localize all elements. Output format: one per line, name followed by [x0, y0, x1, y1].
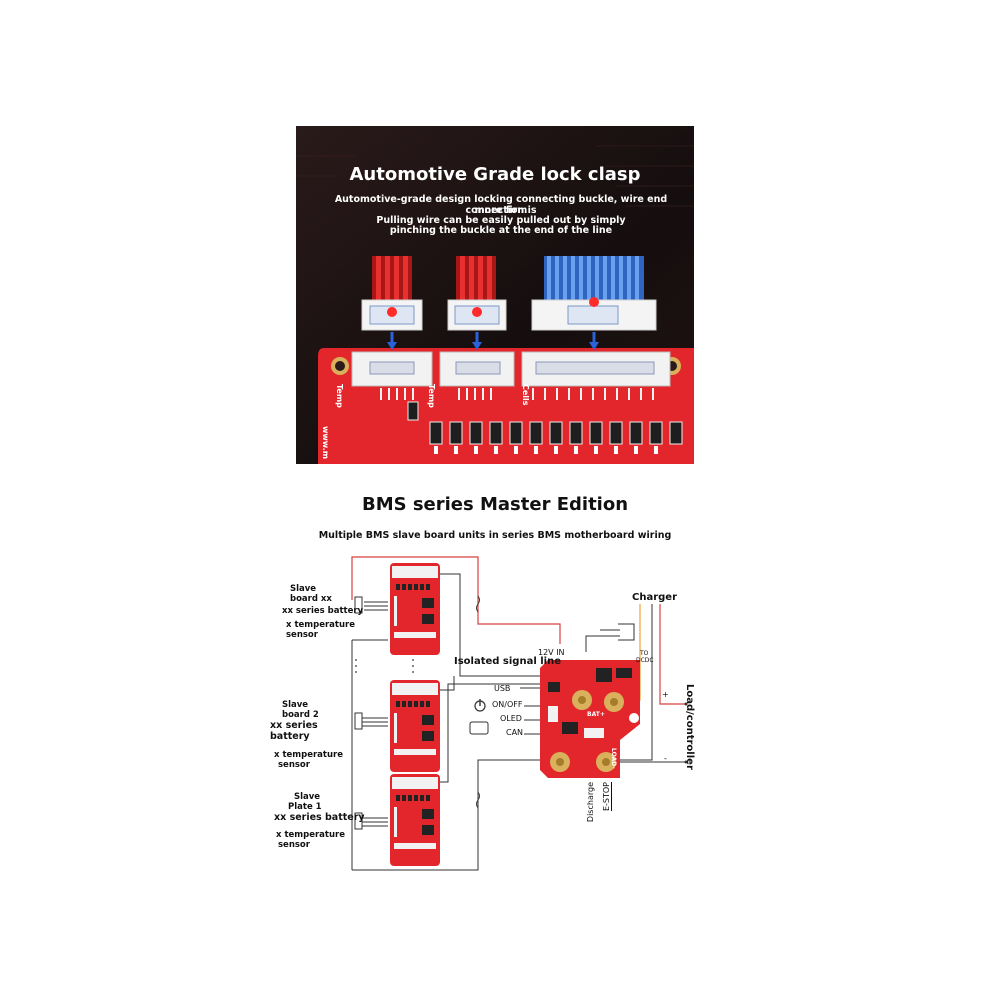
- photo-desc-line3: Pulling wire can be easily pulled out by…: [376, 215, 626, 226]
- usb-label: USB: [494, 684, 511, 693]
- slave-board-xx: [390, 563, 440, 655]
- diagram-subtitle: Multiple BMS slave board units in series…: [318, 530, 672, 541]
- to-dcdc-label-2: DCDC: [636, 657, 654, 664]
- slave-1-label-1: Slave: [294, 792, 321, 802]
- slave-1-label-4: x temperature: [276, 830, 345, 840]
- photo-title: Automotive Grade lock clasp: [349, 164, 641, 185]
- slave-xx-label-1: Slave: [290, 584, 317, 594]
- slave-xx-label-4: x temperature: [286, 620, 355, 630]
- minus-sign: -: [664, 754, 667, 763]
- onoff-label: ON/OFF: [492, 700, 523, 709]
- slave-1-label-3: xx series battery: [274, 812, 365, 823]
- bat-plus-label: BAT+: [587, 711, 605, 718]
- slave-1-label-5: sensor: [278, 840, 310, 850]
- master-board: [540, 660, 640, 778]
- charger-label: Charger: [632, 592, 678, 603]
- in12v-label: 12V IN: [538, 648, 565, 657]
- load-controller-label: Load/controller: [684, 684, 695, 770]
- slave-xx-label-5: sensor: [286, 630, 318, 640]
- slave-2-label-1: Slave: [282, 700, 309, 710]
- oled-icon: [469, 721, 489, 735]
- load-minus-label: LOAD-: [610, 748, 617, 769]
- slave-2-label-4: battery: [270, 731, 310, 742]
- connector-illustration: [296, 126, 694, 464]
- can-label: CAN: [506, 728, 524, 737]
- photo-desc-line1: Automotive-grade design locking connecti…: [334, 194, 668, 216]
- photo-desc-line2: more firm: [474, 205, 528, 216]
- slave-1-label-2: Plate 1: [288, 802, 322, 812]
- slave-2-label-5: x temperature: [274, 750, 343, 760]
- isolated-signal-label: Isolated signal line: [454, 656, 561, 667]
- diagram-title: BMS series Master Edition: [361, 494, 629, 515]
- connector-photo: Automotive Grade lock clasp Automotive-g…: [296, 126, 694, 464]
- slave-board-2: [390, 680, 440, 772]
- slave-board-1: [390, 774, 440, 866]
- slave-xx-label-2: board xx: [290, 594, 332, 604]
- discharge-label: Discharge: [586, 782, 595, 823]
- to-dcdc-label-1: TO: [640, 650, 649, 657]
- red-cable-middle: [447, 256, 507, 350]
- slave-xx-label-3: xx series battery: [282, 606, 364, 616]
- red-cable-left: [361, 256, 423, 350]
- slave-2-label-3: xx series: [270, 720, 318, 731]
- blue-cable-right: [531, 256, 657, 350]
- power-icon: [474, 699, 486, 712]
- oled-label: OLED: [500, 714, 522, 723]
- estop-label: E-STOP: [602, 782, 611, 812]
- plus-sign: +: [662, 690, 669, 699]
- photo-desc-line4: pinching the buckle at the end of the li…: [389, 225, 613, 236]
- slave-2-label-6: sensor: [278, 760, 310, 770]
- slave-2-label-2: board 2: [282, 710, 319, 720]
